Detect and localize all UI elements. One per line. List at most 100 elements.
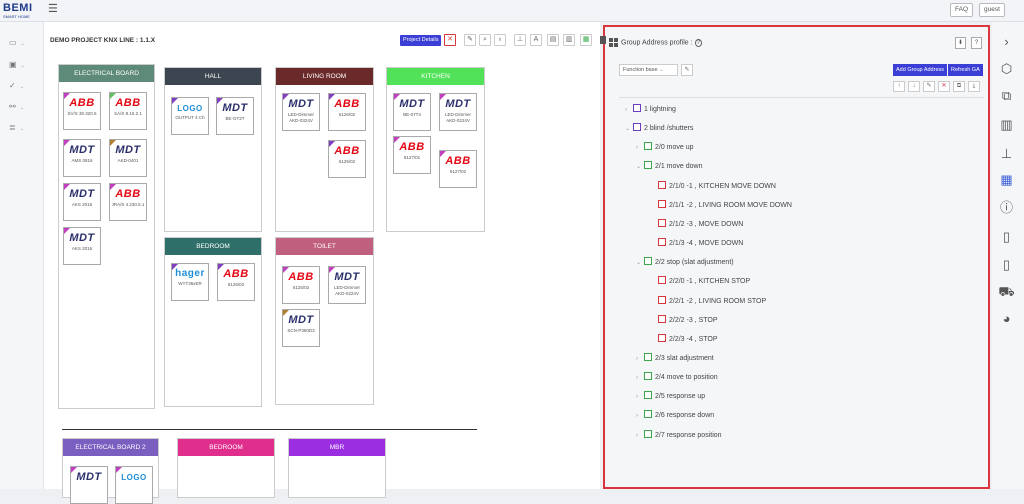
- nav-item[interactable]: ≣⌄: [9, 122, 37, 134]
- chevron-right-icon[interactable]: ›: [636, 375, 638, 382]
- tree-item[interactable]: ›2/7 response position: [636, 429, 722, 442]
- move-up-icon[interactable]: ↑: [893, 81, 905, 92]
- chevron-right-icon[interactable]: ›: [636, 394, 638, 401]
- info-icon[interactable]: ⓘ: [999, 200, 1013, 215]
- excel-file-icon[interactable]: ▯: [1002, 257, 1011, 272]
- room-header[interactable]: MBR: [289, 439, 385, 456]
- pdf-file-icon[interactable]: ▯: [1002, 229, 1011, 244]
- chevron-down-icon[interactable]: ⌄: [636, 260, 642, 267]
- add-group-address-button[interactable]: Add Group Address: [893, 64, 948, 76]
- chevron-right-icon[interactable]: ›: [625, 107, 627, 113]
- refresh-ga-button[interactable]: Refresh GA: [948, 64, 983, 76]
- tree-item[interactable]: 2/1/1 -2 , LIVING ROOM MOVE DOWN: [650, 199, 792, 212]
- room-header[interactable]: KITCHEN: [387, 68, 484, 85]
- font-icon[interactable]: A: [530, 34, 542, 46]
- tree-item[interactable]: 2/2/1 -2 , LIVING ROOM STOP: [650, 295, 766, 308]
- project-details-button[interactable]: Project Details: [400, 35, 442, 46]
- tree-item[interactable]: ›2/0 move up: [636, 142, 694, 154]
- tree-item[interactable]: ›1 lightning: [625, 104, 676, 116]
- tree-item[interactable]: 2/1/0 -1 , KITCHEN MOVE DOWN: [650, 180, 776, 193]
- pencil-icon[interactable]: ✎: [464, 34, 476, 46]
- tree-item[interactable]: 2/2/3 -4 , STOP: [650, 333, 718, 346]
- help-button[interactable]: ?: [971, 37, 982, 49]
- tree-item[interactable]: ⌄2 blind /shutters: [625, 123, 693, 135]
- close-icon[interactable]: ✕: [444, 34, 456, 46]
- nav-item[interactable]: ✓⌄: [9, 80, 37, 92]
- app-logo[interactable]: BEMI SMART HOME: [3, 3, 36, 21]
- sitemap-icon[interactable]: ⊥: [1000, 146, 1013, 161]
- tree-item[interactable]: 2/1/2 -3 , MOVE DOWN: [650, 218, 743, 231]
- chevron-down-icon[interactable]: ⌄: [636, 164, 642, 171]
- function-select[interactable]: Function base ⌄: [619, 64, 678, 76]
- room-header[interactable]: ELECTRICAL BOARD 2: [63, 439, 158, 456]
- tree-item[interactable]: 2/2/0 -1 , KITCHEN STOP: [650, 276, 750, 288]
- tag-icon[interactable]: ♁: [494, 34, 506, 46]
- tree-item[interactable]: ›2/6 response down: [636, 410, 714, 422]
- document-icon[interactable]: ▤: [547, 34, 559, 46]
- chevron-right-icon[interactable]: ›: [1004, 34, 1009, 49]
- room-header[interactable]: LIVING ROOM: [276, 68, 373, 85]
- export-icon[interactable]: ⤓: [968, 81, 980, 92]
- edit-function-icon[interactable]: ✎: [681, 64, 693, 76]
- duplicate-icon[interactable]: ⧉: [953, 81, 965, 92]
- device-card[interactable]: MDT: [70, 466, 108, 504]
- tree-item[interactable]: ›2/3 slat adjustment: [636, 352, 714, 365]
- tree-item[interactable]: ›2/4 move to position: [636, 372, 718, 384]
- room-header[interactable]: TOILET: [276, 238, 373, 255]
- menu-toggle-icon[interactable]: ☰: [48, 3, 58, 15]
- room-header[interactable]: BEDROOM: [178, 439, 274, 456]
- cubes-icon[interactable]: ⧉: [1001, 88, 1012, 103]
- nav-item[interactable]: ⚯⌄: [9, 101, 37, 113]
- room-header[interactable]: ELECTRICAL BOARD: [59, 65, 154, 82]
- tree-item[interactable]: 2/2/2 -3 , STOP: [650, 314, 718, 327]
- room-card[interactable]: BEDROOM: [177, 438, 275, 498]
- chevron-right-icon[interactable]: ›: [636, 432, 638, 439]
- save-icon[interactable]: ▦: [580, 34, 592, 46]
- cube-icon[interactable]: ⬡: [1000, 61, 1013, 76]
- help-icon[interactable]: ?: [694, 39, 702, 48]
- chevron-right-icon[interactable]: ›: [636, 355, 638, 362]
- pie-chart-icon[interactable]: ◕: [1002, 311, 1011, 326]
- tree-item[interactable]: 2/1/3 -4 , MOVE DOWN: [650, 238, 743, 250]
- user-button[interactable]: guest: [979, 3, 1005, 17]
- nav-item[interactable]: ▣⌄: [9, 59, 37, 71]
- building-icon[interactable]: ▥: [1000, 117, 1013, 132]
- collapse-panel-icon[interactable]: [600, 36, 606, 44]
- nav-item[interactable]: ▭⌄: [9, 37, 37, 49]
- edit-icon[interactable]: ✎: [923, 81, 935, 92]
- copy-icon[interactable]: ▥: [563, 34, 575, 46]
- hierarchy-icon[interactable]: ⊥: [514, 34, 526, 46]
- delete-icon[interactable]: ✕: [938, 81, 950, 92]
- move-down-icon[interactable]: ↓: [908, 81, 920, 92]
- cart-icon[interactable]: ⛟: [998, 284, 1015, 299]
- chevron-right-icon[interactable]: ›: [636, 413, 638, 420]
- room-card[interactable]: MBR: [288, 438, 386, 498]
- chevron-down-icon[interactable]: ⌄: [625, 126, 631, 133]
- search-icon[interactable]: ⌕: [479, 34, 491, 46]
- download-icon[interactable]: ⬇: [955, 37, 966, 49]
